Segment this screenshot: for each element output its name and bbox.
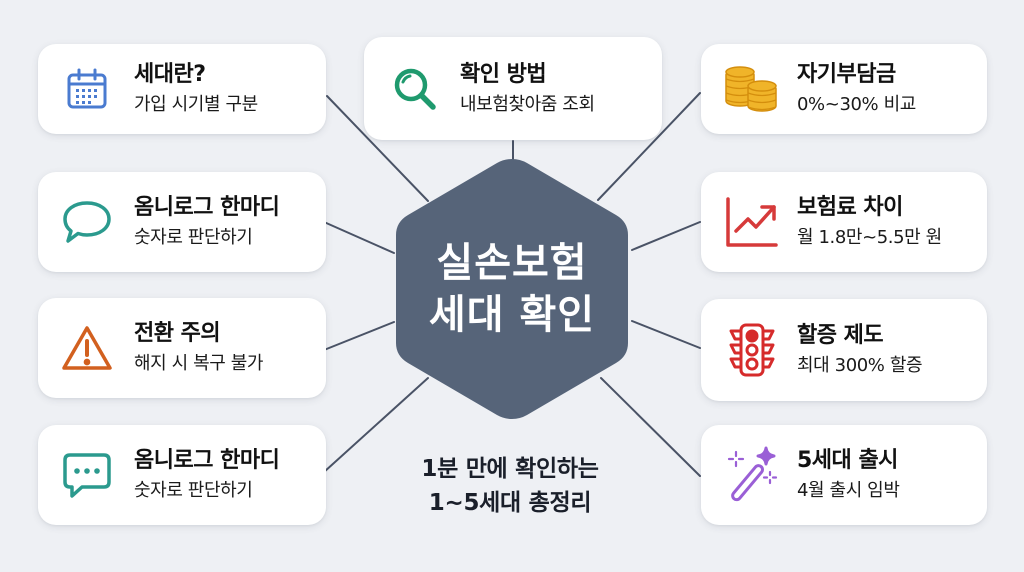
card-title: 5세대 출시 <box>797 448 898 473</box>
card-title: 세대란? <box>134 62 206 87</box>
card-deductible[interactable]: 자기부담금 0%~30% 비교 <box>701 44 987 134</box>
card-tip-2[interactable]: 옴니로그 한마디 숫자로 판단하기 <box>38 425 326 525</box>
tagline: 1분 만에 확인하는 1~5세대 총정리 <box>360 452 660 520</box>
card-title: 확인 방법 <box>460 61 547 87</box>
chat-dots-icon <box>56 444 118 506</box>
card-title: 할증 제도 <box>797 323 884 348</box>
card-title: 옴니로그 한마디 <box>134 195 280 220</box>
center-title-line2: 세대 확인 <box>428 292 596 338</box>
traffic-light-icon <box>721 319 783 381</box>
card-title: 자기부담금 <box>797 62 896 87</box>
card-subtitle: 0%~30% 비교 <box>797 94 916 115</box>
card-title: 전환 주의 <box>134 321 221 346</box>
tagline-line2: 1~5세대 총정리 <box>428 490 592 516</box>
calendar-icon <box>56 58 118 120</box>
card-subtitle: 4월 출시 임박 <box>797 480 900 501</box>
card-switch-warning[interactable]: 전환 주의 해지 시 복구 불가 <box>38 298 326 398</box>
card-subtitle: 숫자로 판단하기 <box>134 227 253 248</box>
warning-icon <box>56 317 118 379</box>
card-subtitle: 숫자로 판단하기 <box>134 480 253 501</box>
card-generation[interactable]: 세대란? 가입 시기별 구분 <box>38 44 326 134</box>
coins-icon <box>721 58 783 120</box>
card-surcharge[interactable]: 할증 제도 최대 300% 할증 <box>701 299 987 401</box>
card-subtitle: 해지 시 복구 불가 <box>134 353 264 374</box>
card-title: 보험료 차이 <box>797 195 903 220</box>
card-title: 옴니로그 한마디 <box>134 448 280 473</box>
speech-bubble-icon <box>56 191 118 253</box>
card-premium-diff[interactable]: 보험료 차이 월 1.8만~5.5만 원 <box>701 172 987 272</box>
card-check-method[interactable]: 확인 방법 내보험찾아줌 조회 <box>364 37 662 140</box>
tagline-line1: 1분 만에 확인하는 <box>421 456 599 482</box>
trend-chart-icon <box>721 191 783 253</box>
center-title-line1: 실손보험 <box>436 240 588 286</box>
magic-wand-icon <box>721 444 783 506</box>
card-tip-1[interactable]: 옴니로그 한마디 숫자로 판단하기 <box>38 172 326 272</box>
center-hexagon: 실손보험 세대 확인 <box>390 155 634 423</box>
card-subtitle: 내보험찾아줌 조회 <box>460 93 595 115</box>
magnifier-icon <box>384 58 446 120</box>
card-subtitle: 가입 시기별 구분 <box>134 94 258 115</box>
card-subtitle: 최대 300% 할증 <box>797 355 923 376</box>
card-gen5-launch[interactable]: 5세대 출시 4월 출시 임박 <box>701 425 987 525</box>
card-subtitle: 월 1.8만~5.5만 원 <box>797 227 942 248</box>
